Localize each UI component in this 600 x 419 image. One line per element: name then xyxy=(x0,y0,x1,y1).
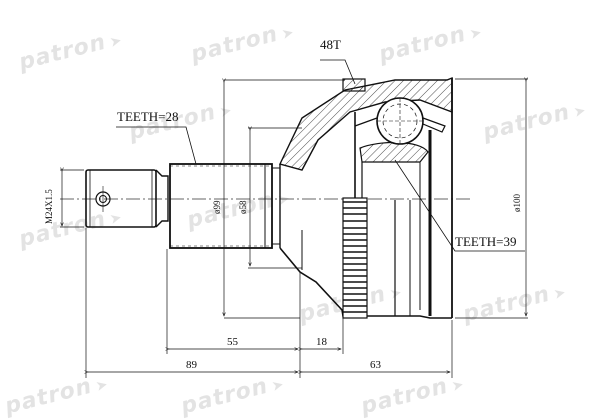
thread-m24-label: M24X1.5 xyxy=(44,189,54,224)
teeth-39-label: TEETH=39 xyxy=(455,234,517,249)
dim-55-label: 55 xyxy=(227,336,238,348)
dim-18-label: 18 xyxy=(316,336,327,348)
dimension-lines xyxy=(60,79,528,378)
leader-lines xyxy=(116,59,525,252)
dim-89-label: 89 xyxy=(186,359,197,371)
abs-48t-label: 48T xyxy=(320,37,341,52)
dim-63-label: 63 xyxy=(370,359,381,371)
dia-58-label: ø58 xyxy=(238,200,248,215)
teeth-28-label: TEETH=28 xyxy=(117,109,179,124)
cv-joint-drawing xyxy=(60,59,528,378)
dia-100-label: ø100 xyxy=(512,194,522,212)
threaded-stub xyxy=(85,169,169,228)
spline-shaft xyxy=(169,163,281,249)
abs-ring-teeth xyxy=(343,201,367,313)
dia-99-label: ø99 xyxy=(212,200,222,215)
